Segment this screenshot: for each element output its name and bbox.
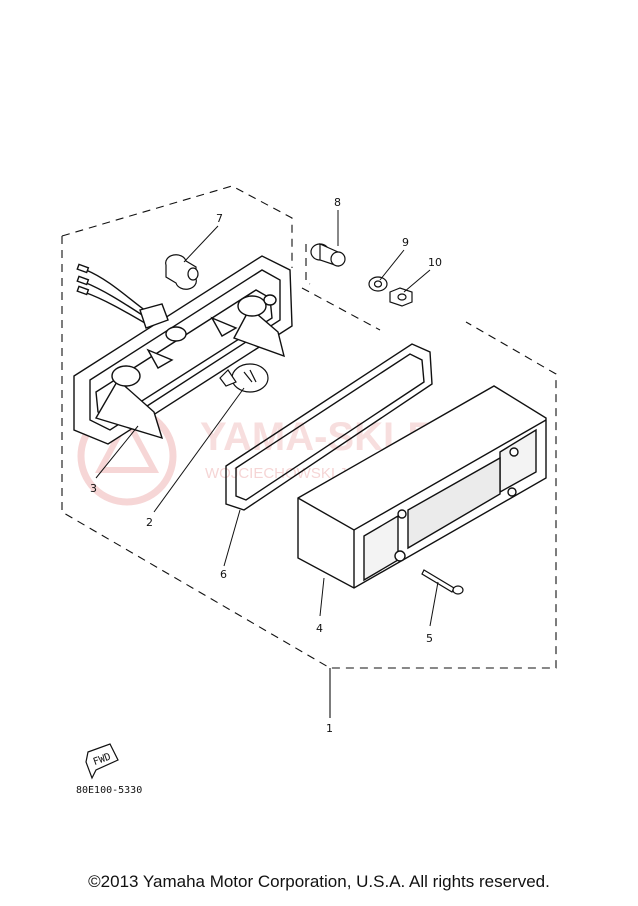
screw-part-5 xyxy=(421,569,464,595)
leader-lines xyxy=(95,210,439,627)
bulb-part-2 xyxy=(219,363,269,393)
callout-6: 6 xyxy=(220,568,227,581)
copyright-footer: ©2013 Yamaha Motor Corporation, U.S.A. A… xyxy=(88,872,550,891)
drawing-code: 80E100-5330 xyxy=(76,785,142,796)
fwd-arrow-icon: FWD xyxy=(85,743,119,780)
grommet-part-7 xyxy=(165,254,199,290)
callout-8: 8 xyxy=(334,196,341,209)
callout-3: 3 xyxy=(90,482,97,495)
callout-4: 4 xyxy=(316,622,323,635)
lamp-housing-part-3 xyxy=(73,255,293,445)
callout-1: 1 xyxy=(326,722,333,735)
nut-part-10 xyxy=(389,287,413,307)
collar-part-8 xyxy=(310,243,346,267)
assembly-boundary xyxy=(61,185,557,669)
gasket-part-6 xyxy=(225,343,433,511)
callout-10: 10 xyxy=(428,256,442,269)
callout-5: 5 xyxy=(426,632,433,645)
callout-7: 7 xyxy=(216,212,223,225)
lens-part-4 xyxy=(297,385,547,589)
callout-9: 9 xyxy=(402,236,409,249)
callout-labels: 7 8 9 10 3 2 6 4 5 1 xyxy=(90,196,442,735)
washer-part-9 xyxy=(368,276,388,292)
callout-2: 2 xyxy=(146,516,153,529)
